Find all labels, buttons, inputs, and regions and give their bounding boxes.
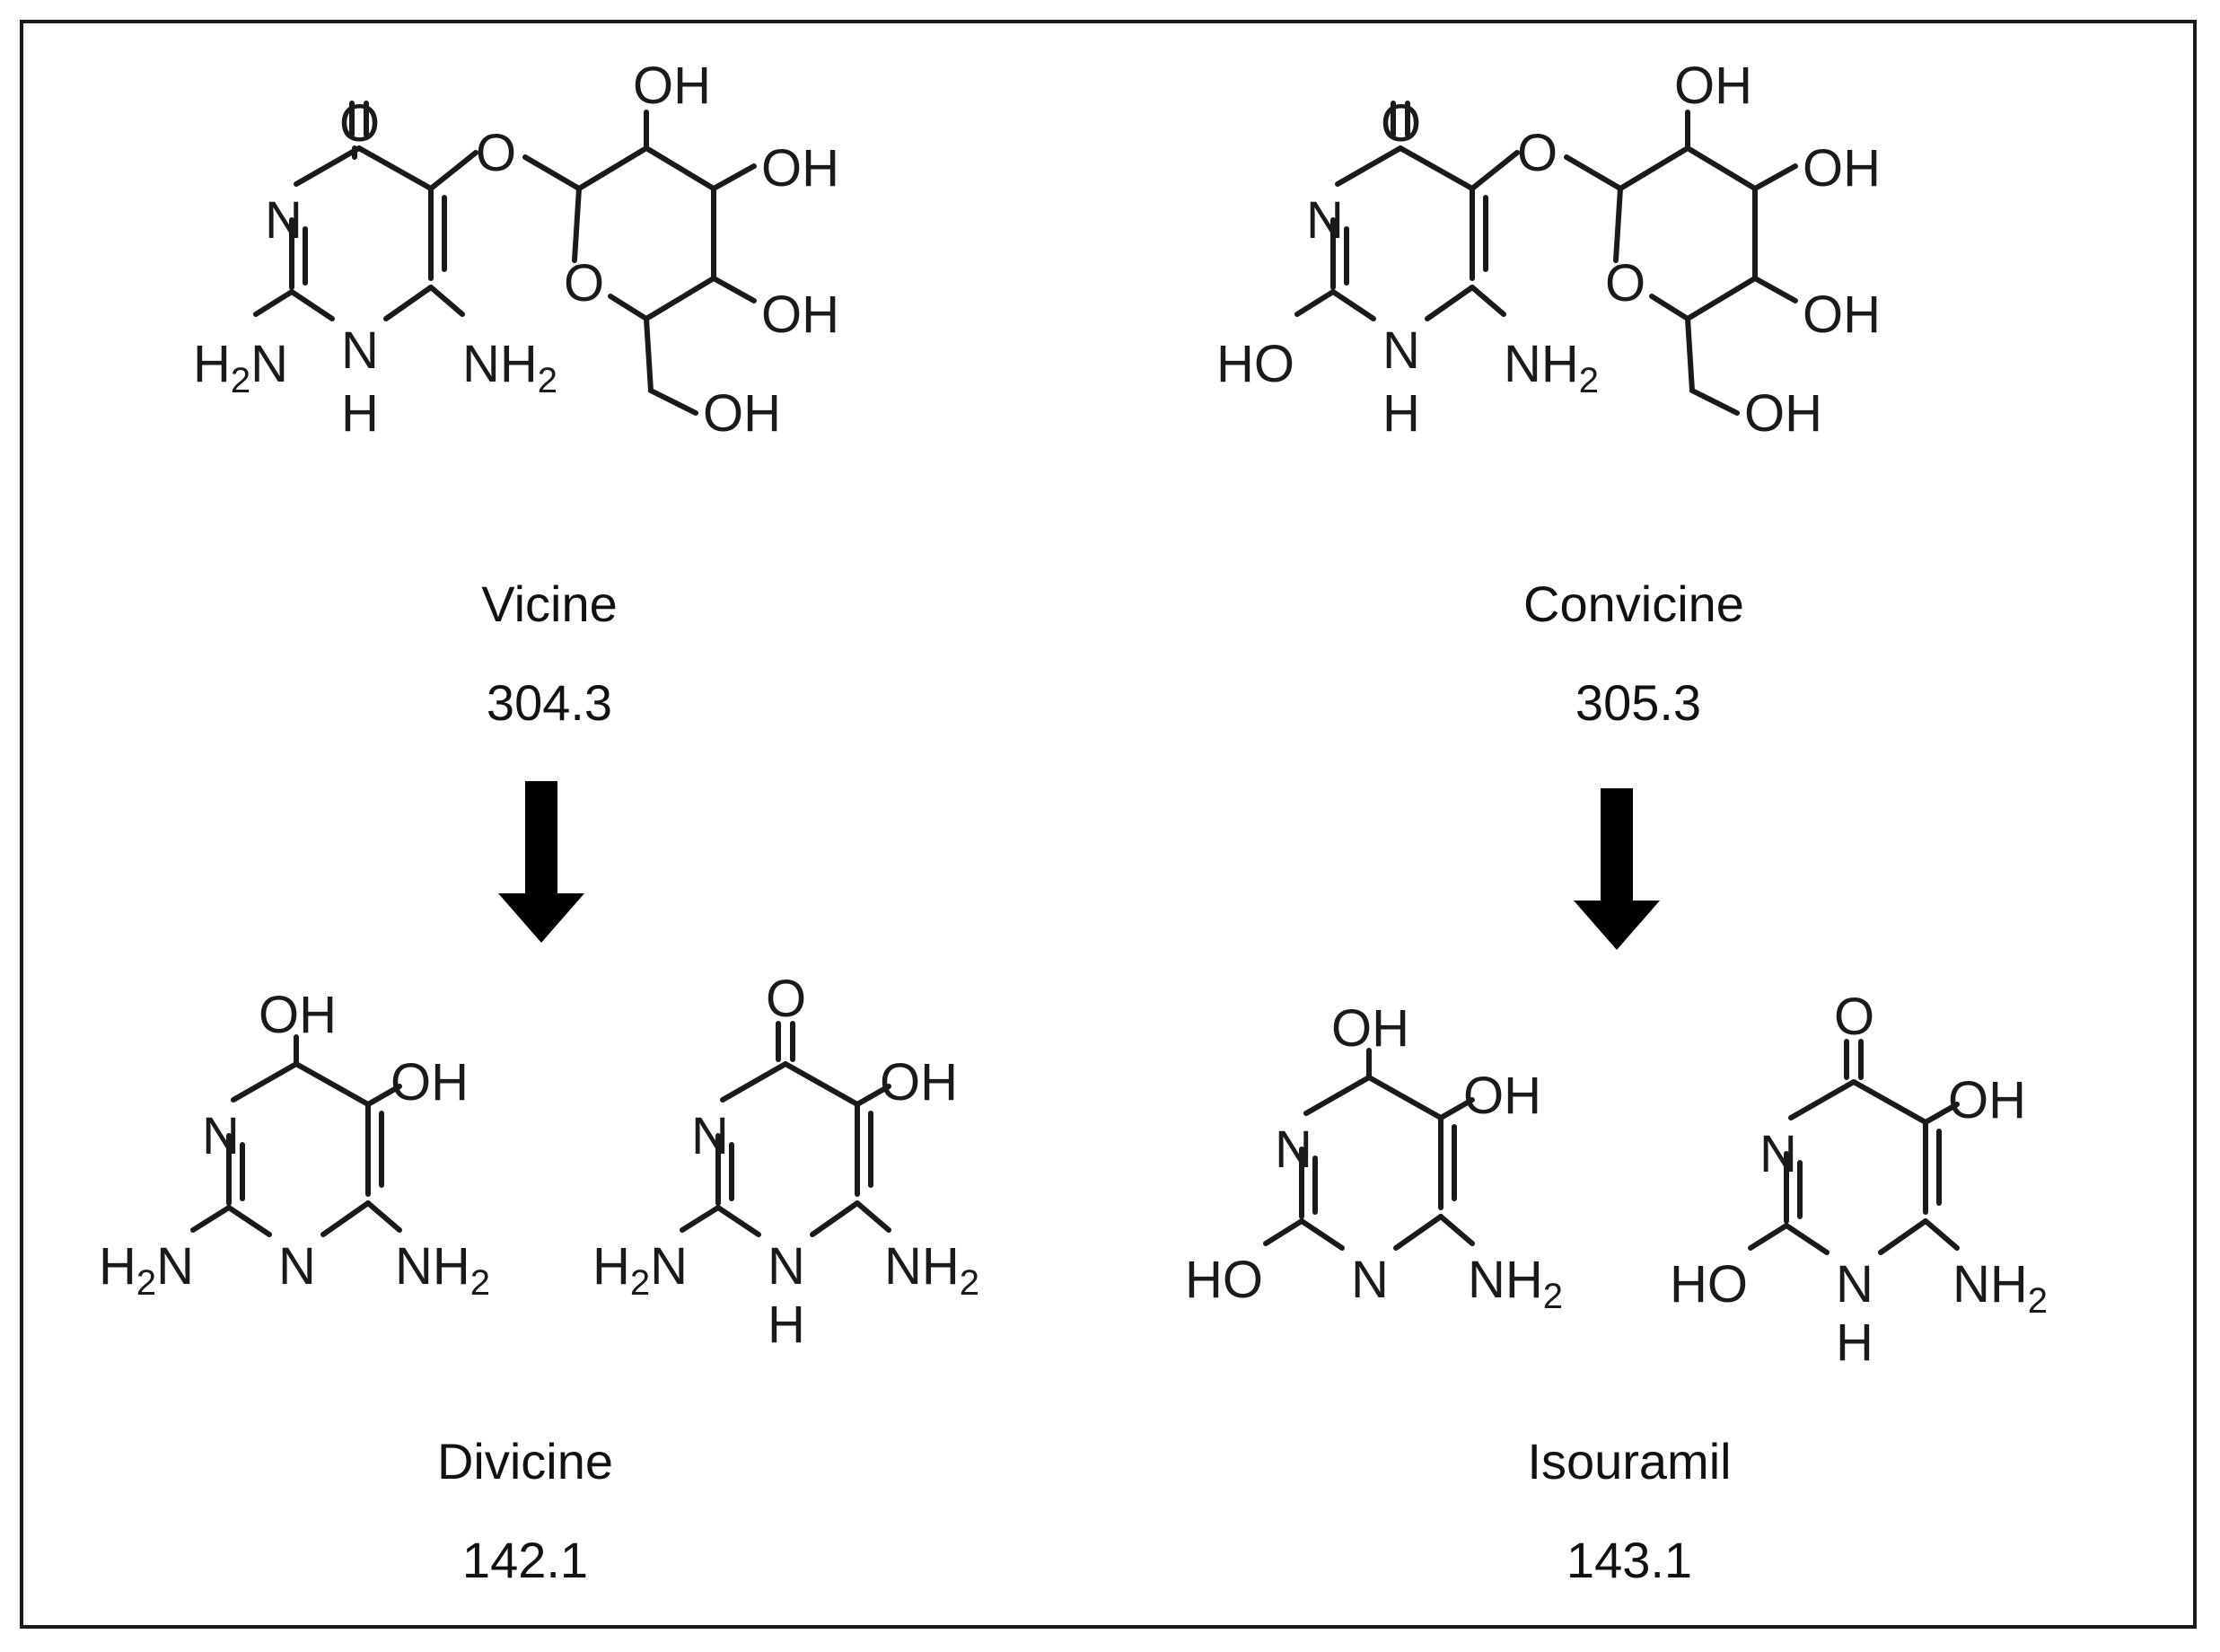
divicine-enol-oh-right: OH [390, 1053, 469, 1112]
convicine-oh-2: OH [1803, 139, 1881, 198]
isouramil-keto-nh-h: H [1836, 1314, 1873, 1372]
isouramil-enol-ho: HO [1185, 1251, 1263, 1309]
vicine-ring-nh-n: N [341, 321, 379, 380]
arrow-convicine-to-isouramil [1574, 788, 1660, 950]
convicine-name: Convicine [1523, 576, 1744, 632]
convicine-mass: 305.3 [1575, 674, 1702, 731]
divicine-keto-n: N [691, 1107, 729, 1165]
vicine-oh-1: OH [633, 57, 711, 115]
divicine-enol-n2: N [278, 1237, 316, 1296]
isouramil-enol-structure: OH OH N N HO NH2 [1185, 999, 1563, 1316]
convicine-ring-o: O [1605, 254, 1645, 312]
convicine-ring-nh-n: N [1382, 321, 1420, 380]
divicine-enol-nh2: NH2 [395, 1237, 490, 1303]
isouramil-enol-n1: N [1275, 1120, 1312, 1179]
divicine-keto-nh2: NH2 [884, 1237, 979, 1303]
vicine-mass: 304.3 [486, 674, 613, 731]
isouramil-mass: 143.1 [1566, 1532, 1693, 1588]
isouramil-keto-structure: O OH N N H HO NH2 [1670, 988, 2048, 1372]
isouramil-keto-nh2: NH2 [1952, 1255, 2048, 1321]
isouramil-keto-n: N [1759, 1125, 1797, 1183]
isouramil-name: Isouramil [1527, 1433, 1732, 1489]
divicine-keto-nh-h: H [768, 1296, 805, 1354]
divicine-enol-structure: OH OH N N H2N NH2 [99, 986, 490, 1303]
convicine-structure: O N N H HO NH2 O O OH OH OH OH [1216, 57, 1881, 443]
divicine-keto-nh-n: N [768, 1237, 805, 1296]
convicine-ring-n: N [1306, 191, 1344, 250]
convicine-glycosidic-o: O [1517, 124, 1558, 182]
isouramil-enol-nh2: NH2 [1468, 1251, 1563, 1316]
figure-frame [20, 20, 2197, 1629]
convicine-oh-3: OH [1803, 286, 1881, 344]
divicine-keto-h2n: H2N [592, 1237, 688, 1303]
isouramil-enol-oh-top: OH [1331, 999, 1409, 1058]
convicine-carbonyl-o: O [1381, 94, 1421, 153]
vicine-oh-3: OH [761, 286, 839, 344]
convicine-ho: HO [1216, 335, 1294, 393]
isouramil-enol-oh-right: OH [1463, 1067, 1541, 1125]
divicine-enol-n1: N [202, 1107, 240, 1165]
isouramil-enol-n2: N [1351, 1251, 1389, 1309]
vicine-h2n: H2N [193, 335, 288, 400]
convicine-ring-nh-h: H [1382, 384, 1420, 443]
divicine-mass: 142.1 [461, 1532, 589, 1588]
vicine-nh2: NH2 [462, 335, 557, 400]
isouramil-keto-ho: HO [1670, 1255, 1748, 1314]
divicine-enol-h2n: H2N [99, 1237, 194, 1303]
isouramil-keto-oh: OH [1948, 1071, 2026, 1129]
vicine-ring-o: O [564, 254, 604, 312]
vicine-ring-n: N [265, 191, 303, 250]
vicine-carbonyl-o: O [339, 94, 380, 153]
divicine-keto-structure: O OH N N H H2N NH2 [592, 970, 979, 1354]
divicine-enol-oh-top: OH [259, 986, 337, 1044]
divicine-keto-o: O [766, 970, 806, 1028]
vicine-glycosidic-o: O [476, 124, 516, 182]
vicine-oh-4: OH [703, 384, 781, 443]
vicine-name: Vicine [481, 576, 618, 632]
arrow-vicine-to-divicine [498, 781, 584, 943]
vicine-ring-nh-h: H [341, 384, 379, 443]
vicine-oh-2: OH [761, 139, 839, 198]
divicine-name: Divicine [436, 1433, 614, 1489]
vicine-structure: O N N H H2N NH2 O O OH OH OH OH [193, 57, 839, 443]
convicine-nh2: NH2 [1504, 335, 1599, 400]
isouramil-keto-o: O [1834, 988, 1874, 1046]
divicine-keto-oh: OH [880, 1053, 958, 1112]
isouramil-keto-nh-n: N [1836, 1255, 1873, 1314]
convicine-oh-4: OH [1744, 384, 1822, 443]
convicine-oh-1: OH [1674, 57, 1752, 115]
